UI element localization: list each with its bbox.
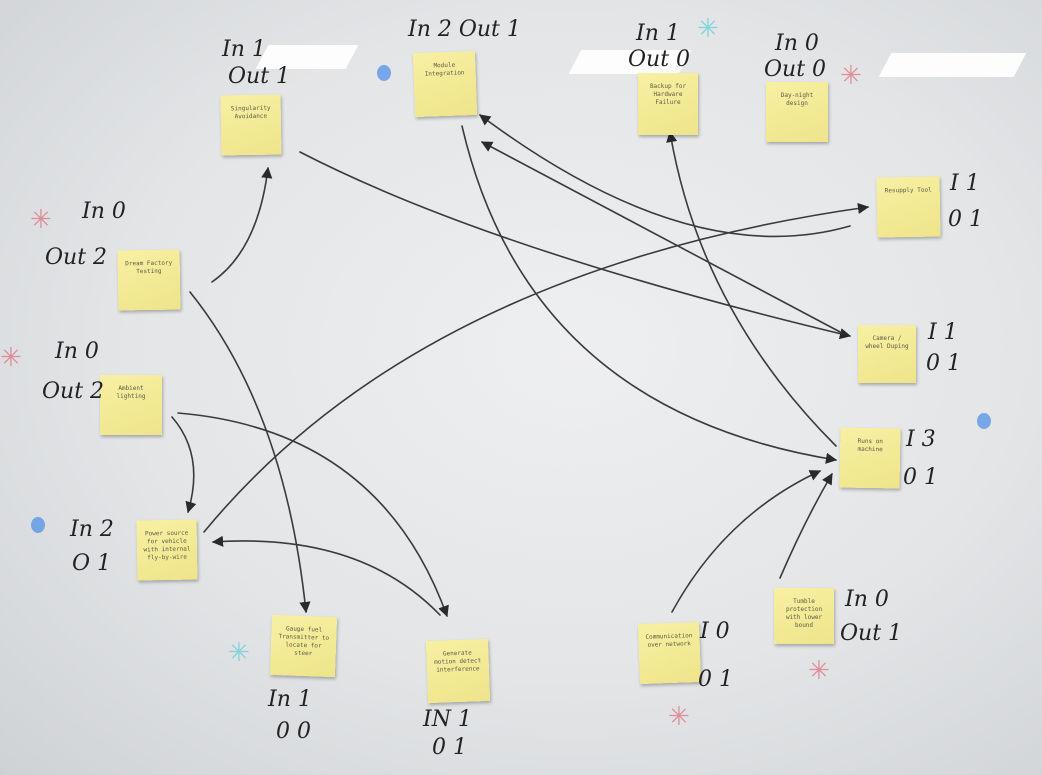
label-power-in: In 2 (70, 517, 114, 542)
label-ambient-out: Out 2 (42, 379, 105, 404)
arrow-generate-to-power (211, 535, 441, 616)
label-dream-in: In 0 (82, 199, 126, 224)
arrow-wheel-to-module (481, 141, 843, 334)
sticky-note-singularity: Singularity Avoidance (220, 94, 282, 156)
label-singularity-in: In 1 (222, 37, 266, 62)
sticky-note-generate: Generate motion detect interference (425, 638, 491, 704)
label-comms-out: 0 1 (698, 667, 733, 692)
red-star-doodle: ✳ (0, 343, 22, 373)
sticky-note-gauge: Gauge fuel Transmitter to locate for ste… (269, 614, 338, 678)
arrow-run-to-backup (666, 130, 837, 447)
arrow-ambient-to-generate (177, 412, 449, 618)
label-run-out: 0 1 (903, 465, 938, 490)
teal-star-doodle: ✳ (697, 14, 719, 44)
sticky-note-comms: Communication over network (637, 621, 702, 685)
label-module-in-out: In 2 Out 1 (408, 17, 521, 42)
arrow-ambient-to-power (171, 416, 197, 514)
label-generate-out: 0 1 (432, 735, 467, 760)
label-generate-in: IN 1 (423, 707, 472, 732)
label-tumble-in: In 0 (845, 587, 889, 612)
label-tumble-out: Out 1 (840, 621, 903, 646)
red-star-doodle: ✳ (30, 205, 52, 235)
label-backup-out: Out 0 (628, 47, 691, 72)
sticky-note-design: Day-night design (766, 82, 828, 142)
blue-dot-doodle (377, 65, 391, 81)
label-power-out: O 1 (72, 551, 112, 576)
sticky-note-backup: Backup for Hardware Failure (638, 73, 698, 135)
arrow-power-to-tool (203, 202, 870, 533)
sticky-note-power: Power source for vehicle with internal f… (136, 519, 198, 581)
sticky-note-ambient: Ambient lighting (100, 375, 162, 435)
blue-dot-doodle (31, 517, 45, 533)
blue-dot-doodle (977, 413, 991, 429)
arrow-singularity-to-wheel (299, 151, 852, 340)
label-dream-out: Out 2 (45, 245, 108, 270)
arrow-module-to-run (461, 125, 838, 464)
label-tool-out: 0 1 (948, 207, 983, 232)
label-comms-in: I 0 (700, 619, 730, 644)
label-design-in: In 0 (775, 31, 819, 56)
red-star-doodle: ✳ (840, 61, 862, 91)
sticky-note-dream: Dream Factory Testing (117, 249, 181, 311)
label-run-in: I 3 (906, 427, 936, 452)
sticky-note-tumble: Tumble protection with lower bound (774, 588, 834, 644)
light-glare (878, 53, 1027, 77)
label-wheel-in: I 1 (928, 320, 958, 345)
label-backup-in: In 1 (636, 21, 680, 46)
label-design-out: Out 0 (764, 57, 827, 82)
label-gauge-out: 0 0 (276, 719, 311, 744)
sticky-note-wheel: Camera / wheel Duping (858, 325, 916, 383)
label-gauge-in: In 1 (268, 687, 312, 712)
sticky-note-run: Runs on machine (839, 427, 901, 489)
teal-star-doodle: ✳ (228, 638, 250, 668)
red-star-doodle: ✳ (808, 656, 830, 686)
sticky-note-module: Module Integration (412, 50, 478, 118)
sticky-note-tool: Resupply Tool (876, 176, 941, 238)
arrow-dream-to-singularity (211, 166, 273, 283)
arrow-tumble-to-run (779, 473, 833, 579)
label-tool-in: I 1 (950, 171, 980, 196)
arrow-dream-to-gauge (189, 291, 311, 614)
label-ambient-in: In 0 (55, 339, 99, 364)
red-star-doodle: ✳ (668, 702, 690, 732)
label-singularity-out: Out 1 (228, 64, 291, 89)
label-wheel-out: 0 1 (926, 351, 961, 376)
